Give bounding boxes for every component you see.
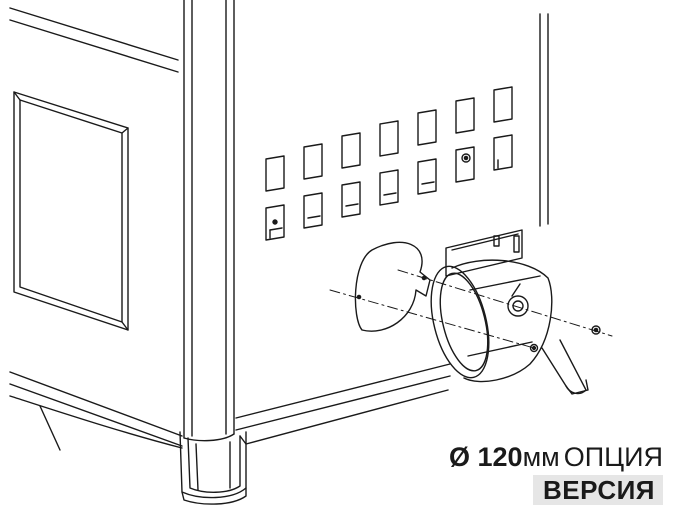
side-panel-edges	[539, 13, 549, 227]
assembly-centerlines	[329, 269, 613, 349]
knockout-cutout	[354, 241, 431, 332]
front-door-panel	[13, 91, 129, 331]
vent-slots-upper-row	[265, 86, 513, 192]
pipe-diameter-unit: мм	[522, 442, 560, 472]
version-label: ВЕРСИЯ	[533, 475, 663, 505]
vent-slots-lower-row	[265, 134, 513, 241]
cabinet-top-edge	[9, 7, 179, 73]
fixing-screws	[356, 275, 601, 353]
option-label: ОПЦИЯ	[563, 442, 663, 472]
side-bottom-edge	[235, 363, 451, 445]
stove-foot	[179, 431, 247, 505]
flue-pipe-outlet	[430, 259, 553, 383]
pipe-handle	[541, 339, 589, 395]
corner-post	[183, 0, 235, 442]
pipe-diameter-label: Ø 120	[449, 442, 523, 472]
front-bottom-skirt	[9, 371, 183, 451]
